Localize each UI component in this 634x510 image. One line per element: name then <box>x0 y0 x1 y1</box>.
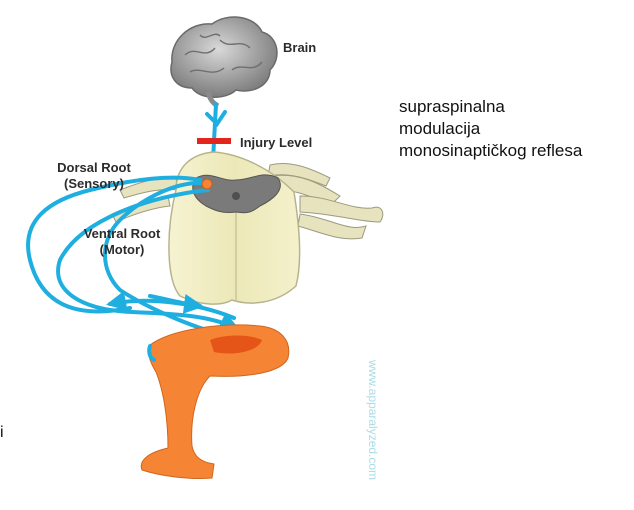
reflex-diagram: Brain Injury Level Dorsal Root (Sensory)… <box>0 0 634 498</box>
ventral-root-label: Ventral Root (Motor) <box>72 226 172 258</box>
brain-label: Brain <box>283 40 316 56</box>
synapse-icon <box>202 179 212 189</box>
leg-icon <box>141 325 289 479</box>
ventral-root-subtitle: (Motor) <box>72 242 172 258</box>
stray-text: i <box>0 424 4 442</box>
brain-icon <box>171 17 277 106</box>
injury-level-label: Injury Level <box>240 135 312 151</box>
ventral-root-title: Ventral Root <box>72 226 172 242</box>
caption-line-1: supraspinalna <box>399 96 582 118</box>
injury-level-bar <box>197 138 231 144</box>
watermark: www.apparalyzed.com <box>372 360 396 510</box>
watermark-text: www.apparalyzed.com <box>366 360 380 480</box>
caption-line-3: monosinaptičkog reflesa <box>399 140 582 162</box>
dorsal-root-title: Dorsal Root <box>46 160 142 176</box>
caption-line-2: modulacija <box>399 118 582 140</box>
caption: supraspinalna modulacija monosinaptičkog… <box>399 96 582 162</box>
dorsal-root-subtitle: (Sensory) <box>46 176 142 192</box>
dorsal-root-label: Dorsal Root (Sensory) <box>46 160 142 192</box>
